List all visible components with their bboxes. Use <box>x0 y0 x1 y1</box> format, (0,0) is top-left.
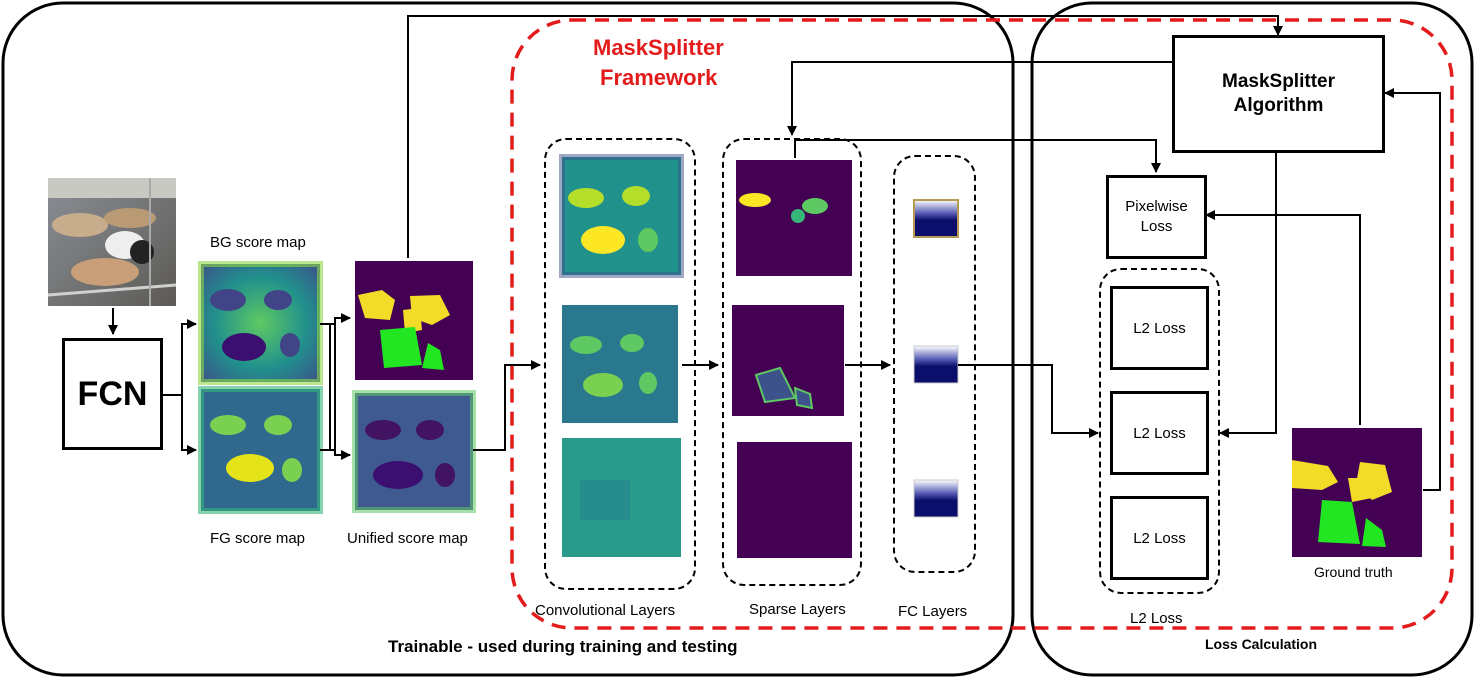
fcn-label: FCN <box>77 374 148 413</box>
fc-node-3 <box>913 479 959 518</box>
framework-dashed-border <box>510 18 1454 630</box>
conv-layer-image-1 <box>559 154 684 278</box>
l2-loss-box-2: L2 Loss <box>1110 391 1209 475</box>
ground-truth-image <box>1292 428 1422 557</box>
l2-loss-group <box>1099 268 1220 594</box>
loss-calculation-label: Loss Calculation <box>1205 636 1318 652</box>
bg-score-map <box>198 261 323 385</box>
trainable-label: Trainable - used during training and tes… <box>388 637 738 656</box>
l2-loss-group-label: L2 Loss <box>1130 610 1183 627</box>
loss-container <box>1030 1 1474 677</box>
fc-layers-group <box>893 155 976 573</box>
fg-score-map-label: FG score map <box>210 530 306 547</box>
fc-node-2 <box>913 345 959 384</box>
l2-loss-1-label: L2 Loss <box>1133 319 1186 337</box>
sparse-layer-image-2 <box>732 305 844 416</box>
arrows <box>108 15 1441 491</box>
input-photo <box>47 178 177 306</box>
unified-score-map-label: Unified score map <box>347 530 468 547</box>
ground-truth-label: Ground truth <box>1314 564 1393 580</box>
unified-score-map <box>352 390 476 513</box>
conv-layer-image-2 <box>562 305 678 423</box>
framework-title-line1: MaskSplitter <box>593 35 724 60</box>
sparse-layers-label: Sparse Layers <box>749 601 846 618</box>
sparse-layer-image-3 <box>737 442 852 558</box>
fg-score-map <box>198 386 323 514</box>
pixelwise-line1: Pixelwise <box>1125 198 1188 215</box>
l2-loss-box-1: L2 Loss <box>1110 286 1209 370</box>
algorithm-line2: Algorithm <box>1233 95 1324 116</box>
pixelwise-line2: Loss <box>1140 218 1173 235</box>
l2-loss-3-label: L2 Loss <box>1133 529 1186 547</box>
sparse-layers-group <box>722 138 862 586</box>
fc-layers-label: FC Layers <box>898 603 968 620</box>
conv-layers-group <box>544 138 696 590</box>
l2-loss-box-3: L2 Loss <box>1110 496 1209 580</box>
algorithm-line1: MaskSplitter <box>1222 71 1335 92</box>
conv-layers-label: Convolutional Layers <box>535 602 676 619</box>
pixelwise-loss-box: Pixelwise Loss <box>1106 175 1207 259</box>
l2-loss-2-label: L2 Loss <box>1133 424 1186 442</box>
bg-score-map-label: BG score map <box>210 234 306 251</box>
conv-layer-image-3 <box>562 438 681 557</box>
masksplitter-algorithm-box: MaskSplitter Algorithm <box>1172 35 1385 153</box>
fcn-box: FCN <box>62 338 163 450</box>
trainable-container <box>1 1 1015 677</box>
framework-title-line2: Framework <box>600 65 718 90</box>
sparse-layer-image-1 <box>736 160 852 276</box>
fc-node-1 <box>913 199 959 238</box>
unified-mask-colored <box>355 261 473 380</box>
